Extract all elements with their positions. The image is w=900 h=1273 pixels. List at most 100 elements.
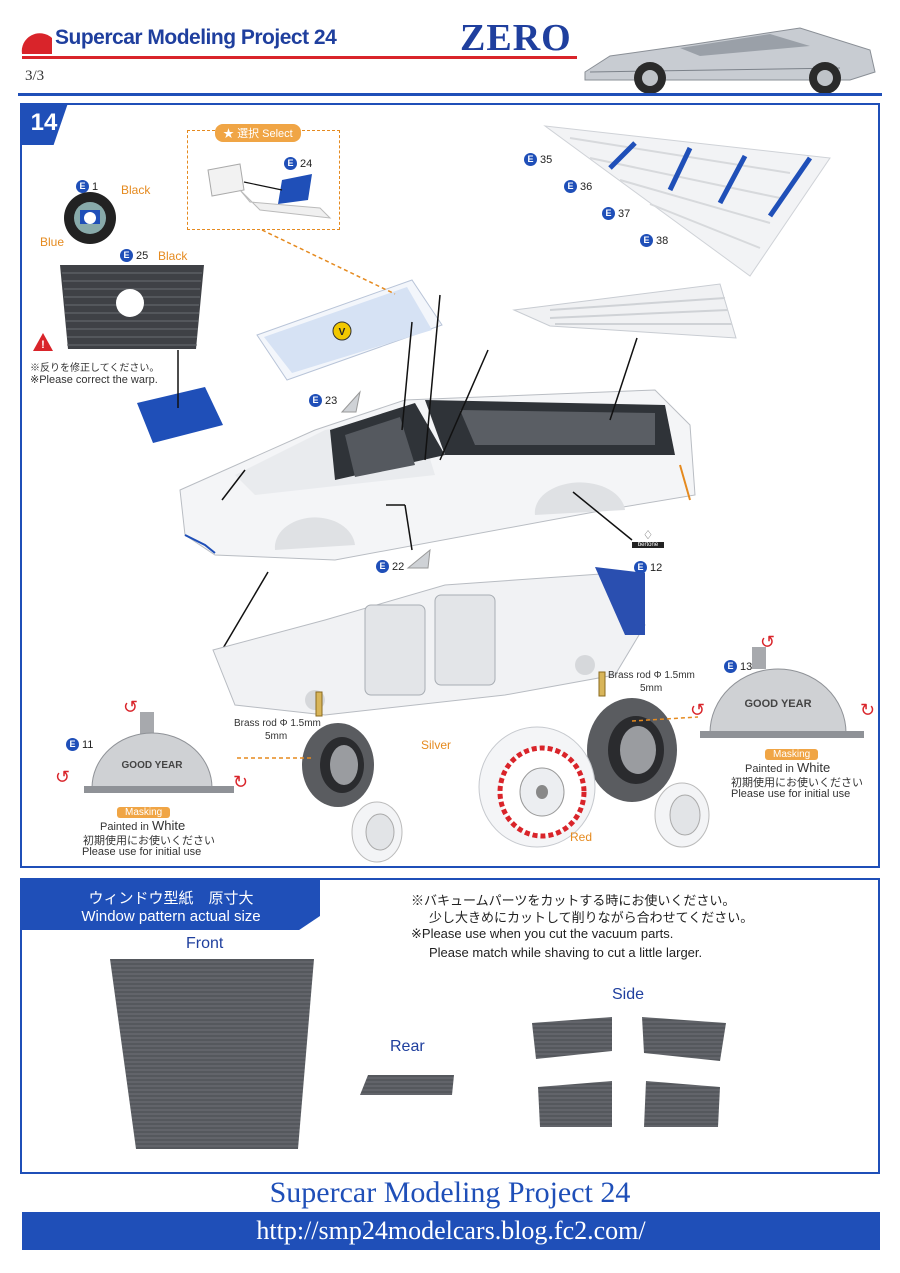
masking-tag-right: Masking — [765, 744, 819, 762]
vacuum-note-en-2: Please match while shaving to cut a litt… — [429, 945, 703, 960]
masking-tag-left: Masking — [117, 802, 171, 820]
color-silver-label: Silver — [421, 738, 452, 752]
brass-rod-right-label: Brass rod Φ 1.5mm — [608, 670, 695, 681]
blue-window-piece — [137, 387, 223, 443]
e22-small-part — [406, 548, 431, 569]
car-body-illustration — [179, 389, 696, 561]
rear-louver-part — [512, 283, 737, 339]
vacuum-note-en-1: ※Please use when you cut the vacuum part… — [411, 926, 674, 941]
steering-wheel-part — [64, 192, 116, 244]
window-pattern-shapes — [110, 959, 726, 1149]
warp-note-en: ※Please correct the warp. — [30, 374, 158, 386]
svg-text:!: ! — [41, 339, 45, 351]
brass-rod-left-label: Brass rod Φ 1.5mm — [234, 718, 321, 729]
rear-window-pattern — [360, 1075, 454, 1095]
emblem-icon: ♢ — [642, 528, 654, 542]
color-red-label: Red — [570, 830, 593, 844]
initial-use-jp-left: 初期使用にお使いください — [83, 835, 215, 847]
brass-rod-right-length: 5mm — [640, 683, 663, 694]
tire-stamp-e13: GOOD YEAR — [700, 647, 864, 738]
brass-rod-right — [598, 671, 606, 697]
window-pattern-tab: ウィンドウ型紙 原寸大 Window pattern actual size — [22, 880, 320, 930]
window-pattern-panel — [20, 878, 880, 1174]
rotate-arrow-icon: ↺ — [55, 767, 71, 787]
e25-black-panel — [60, 265, 204, 349]
select-label: 選択 Select — [237, 128, 293, 140]
windshield-vacuum-part: V — [256, 279, 443, 381]
window-tab-jp: ウィンドウ型紙 原寸大 — [88, 890, 254, 907]
vacuum-note-jp-1: ※バキュームパーツをカットする時にお使いください。 — [411, 893, 736, 908]
bertone-emblem: ♢ bertone — [632, 528, 664, 548]
chassis-illustration — [212, 567, 646, 716]
brass-rod-left-length: 5mm — [265, 731, 288, 742]
wheel-hub-right — [654, 782, 710, 848]
page-number: 3/3 — [25, 68, 45, 84]
side-label: Side — [612, 986, 645, 1003]
color-blue-label: Blue — [40, 235, 65, 249]
header-blue-rule — [18, 93, 882, 96]
front-window-pattern — [110, 959, 314, 1149]
initial-use-en-left: Please use for initial use — [82, 846, 202, 858]
rotate-arrow-icon: ↺ — [690, 700, 706, 720]
color-black-label: Black — [121, 183, 151, 197]
bertone-label: bertone — [632, 542, 664, 548]
rear-label: Rear — [390, 1038, 425, 1055]
footer-url-link[interactable]: http://smp24modelcars.blog.fc2.com/ — [256, 1216, 646, 1245]
model-title: ZERO — [460, 17, 572, 59]
star-icon: ★ — [223, 128, 234, 140]
side-window-pattern-2 — [642, 1017, 726, 1061]
goodyear-text-left: GOOD YEAR — [122, 760, 184, 771]
silver-red-wheel — [478, 726, 596, 848]
side-window-pattern-1 — [532, 1017, 612, 1059]
warning-icon: ! — [33, 333, 53, 351]
dashed-guide-line — [237, 757, 313, 759]
brand-logo-mark — [21, 33, 52, 54]
footer-title: Supercar Modeling Project 24 — [269, 1176, 631, 1209]
step-14-panel — [20, 103, 880, 868]
goodyear-text-right: GOOD YEAR — [744, 698, 811, 710]
tire-right — [587, 698, 677, 802]
brass-rod-left — [315, 691, 323, 717]
initial-use-en-right: Please use for initial use — [731, 788, 851, 800]
footer-bar — [22, 1212, 880, 1250]
window-tab-en: Window pattern actual size — [81, 908, 261, 925]
dashed-guide-line — [631, 716, 699, 722]
side-window-pattern-4 — [644, 1081, 720, 1127]
dashed-guide-line — [261, 229, 396, 295]
rotate-arrow-icon: ↺ — [760, 632, 776, 652]
rotate-arrow-icon: ↻ — [233, 772, 249, 792]
select-label-tag: ★ 選択 Select — [215, 124, 301, 142]
painted-white-left: Painted in White — [100, 818, 186, 833]
header-divider — [22, 56, 577, 59]
vacuum-note-jp-2: 少し大きめにカットして削りながら合わせてください。 — [429, 910, 754, 925]
wheel-hub-left — [351, 801, 403, 863]
initial-use-jp-right: 初期使用にお使いください — [731, 777, 863, 789]
e23-small-part — [340, 390, 361, 413]
color-black25-label: Black — [158, 249, 188, 263]
rotate-arrow-icon: ↺ — [123, 697, 139, 717]
side-louvers-part — [543, 125, 831, 277]
warp-note-jp: ※反りを修正してください。 — [30, 363, 160, 374]
vacuum-mark-v: V — [339, 327, 346, 338]
brand-name: Supercar Modeling Project 24 — [55, 26, 337, 49]
painted-white-right: Painted in White — [745, 760, 831, 775]
tire-left — [302, 723, 374, 807]
rotate-arrow-icon: ↻ — [860, 700, 876, 720]
front-label: Front — [186, 935, 224, 952]
header-car-illustration — [584, 27, 876, 94]
side-window-pattern-3 — [538, 1081, 612, 1127]
select-part-illustration — [207, 163, 332, 219]
tire-stamp-e11: GOOD YEAR — [84, 712, 234, 793]
